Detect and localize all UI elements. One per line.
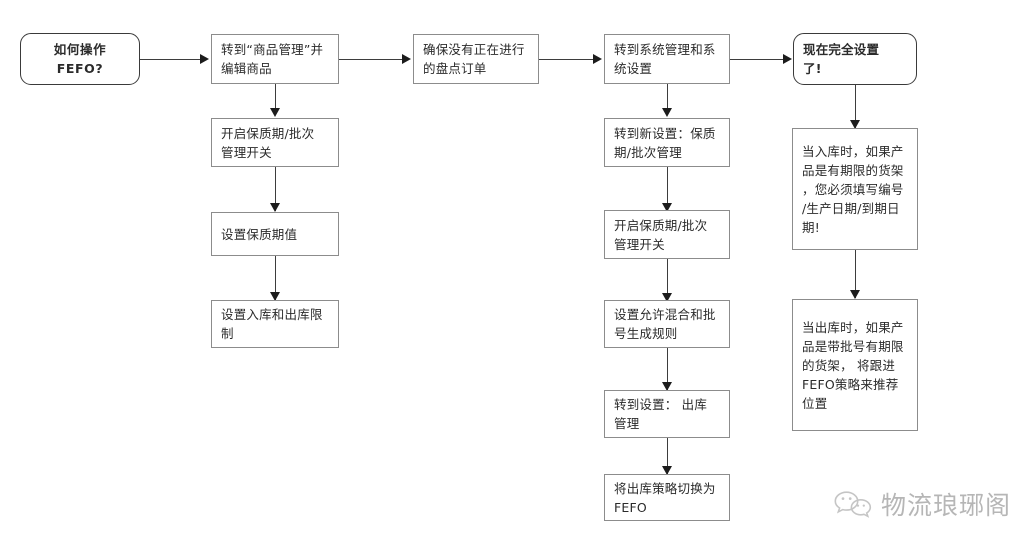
arrowhead-ensure-no-stocktake-in <box>402 53 411 64</box>
node-set-in-out-limits[interactable]: 设置入库和出库限 制 <box>211 300 339 348</box>
node-set-mix-and-batch-rules[interactable]: 设置允许混合和批 号生成规则 <box>604 300 730 348</box>
node-enable-shelf-batch-switch[interactable]: 开启保质期/批次 管理开关 <box>211 118 339 167</box>
edge-shelf-life-value-to-in-out-limits <box>274 256 276 300</box>
node-note-inbound-label: 当入库时，如果产 品是有期限的货架 ，您必须填写编号 /生产日期/到期日 期! <box>802 143 904 235</box>
edge-all-set-to-note-inbound <box>854 85 856 128</box>
arrowhead-outbound-mgmt-in <box>661 382 672 391</box>
node-note-outbound-label: 当出库时，如果产 品是带批号有期限 的货架， 将跟进 FEFO策略来推荐 位置 <box>802 319 904 411</box>
edge-ensure-no-stocktake-to-system-settings <box>539 58 595 60</box>
node-switch-outbound-to-fefo-label: 将出库策略切换为 FEFO <box>614 480 716 515</box>
node-note-inbound[interactable]: 当入库时，如果产 品是有期限的货架 ，您必须填写编号 /生产日期/到期日 期! <box>792 128 918 250</box>
arrowhead-mix-batch-rules-in <box>661 293 672 302</box>
arrowhead-note-outbound-in <box>849 290 860 299</box>
node-go-to-outbound-mgmt[interactable]: 转到设置： 出库 管理 <box>604 390 730 438</box>
edge-system-settings-to-all-set <box>730 58 785 60</box>
watermark: 物流琅琊阁 <box>832 486 1011 522</box>
node-note-outbound[interactable]: 当出库时，如果产 品是带批号有期限 的货架， 将跟进 FEFO策略来推荐 位置 <box>792 299 918 431</box>
node-enable-shelf-batch-switch-2-label: 开启保质期/批次 管理开关 <box>614 217 708 252</box>
node-set-shelf-life-value[interactable]: 设置保质期值 <box>211 212 339 256</box>
node-ensure-no-stocktake[interactable]: 确保没有正在进行 的盘点订单 <box>413 34 539 84</box>
edge-note-inbound-to-note-outbound <box>854 250 856 298</box>
node-ensure-no-stocktake-label: 确保没有正在进行 的盘点订单 <box>423 42 525 76</box>
node-set-mix-and-batch-rules-label: 设置允许混合和批 号生成规则 <box>614 307 716 341</box>
edge-new-settings-to-enable-switch-2 <box>666 167 668 211</box>
arrowhead-all-set-in <box>783 53 792 64</box>
node-new-settings-shelf-batch-label: 转到新设置：保质 期/批次管理 <box>614 125 716 160</box>
edge-enable-switch-to-shelf-life-value <box>274 167 276 211</box>
arrowhead-system-settings-in <box>593 53 602 64</box>
node-set-shelf-life-value-label: 设置保质期值 <box>221 226 298 242</box>
watermark-text: 物流琅琊阁 <box>881 491 1012 520</box>
node-start-label: 如何操作 FEFO? <box>53 42 107 76</box>
node-new-settings-shelf-batch[interactable]: 转到新设置：保质 期/批次管理 <box>604 118 730 167</box>
arrowhead-goods-mgmt-in <box>200 53 209 64</box>
node-system-mgmt-settings-label: 转到系统管理和系 统设置 <box>614 42 716 76</box>
edge-mix-batch-rules-to-outbound-mgmt <box>666 348 668 390</box>
edge-enable-switch-2-to-mix-batch-rules <box>666 259 668 301</box>
node-go-to-outbound-mgmt-label: 转到设置： 出库 管理 <box>614 397 708 431</box>
node-enable-shelf-batch-switch-2[interactable]: 开启保质期/批次 管理开关 <box>604 210 730 259</box>
node-set-in-out-limits-label: 设置入库和出库限 制 <box>221 307 323 341</box>
edge-start-to-goods-mgmt <box>140 58 202 60</box>
arrowhead-shelf-life-value-in <box>269 203 280 212</box>
arrowhead-switch-fefo-in <box>661 466 672 475</box>
edge-goods-mgmt-to-ensure-no-stocktake <box>339 58 404 60</box>
node-system-mgmt-settings[interactable]: 转到系统管理和系 统设置 <box>604 34 730 84</box>
node-goods-mgmt[interactable]: 转到“商品管理”并 编辑商品 <box>211 34 339 84</box>
edge-goods-mgmt-to-enable-switch <box>274 84 276 113</box>
arrowhead-enable-switch-2-in <box>661 203 672 212</box>
node-start[interactable]: 如何操作 FEFO? <box>20 33 140 85</box>
arrowhead-enable-switch-in <box>269 108 280 117</box>
arrowhead-in-out-limits-in <box>269 292 280 301</box>
arrowhead-note-inbound-in <box>849 120 860 129</box>
arrowhead-new-settings-in <box>661 108 672 117</box>
edge-outbound-mgmt-to-switch-fefo <box>666 438 668 474</box>
node-all-set[interactable]: 现在完全设置 了! <box>793 33 917 85</box>
wechat-icon <box>832 488 874 520</box>
node-all-set-label: 现在完全设置 了! <box>803 42 880 76</box>
edge-system-settings-to-new-settings <box>666 84 668 113</box>
node-enable-shelf-batch-switch-label: 开启保质期/批次 管理开关 <box>221 125 315 160</box>
node-switch-outbound-to-fefo[interactable]: 将出库策略切换为 FEFO <box>604 474 730 521</box>
node-goods-mgmt-label: 转到“商品管理”并 编辑商品 <box>221 42 324 76</box>
